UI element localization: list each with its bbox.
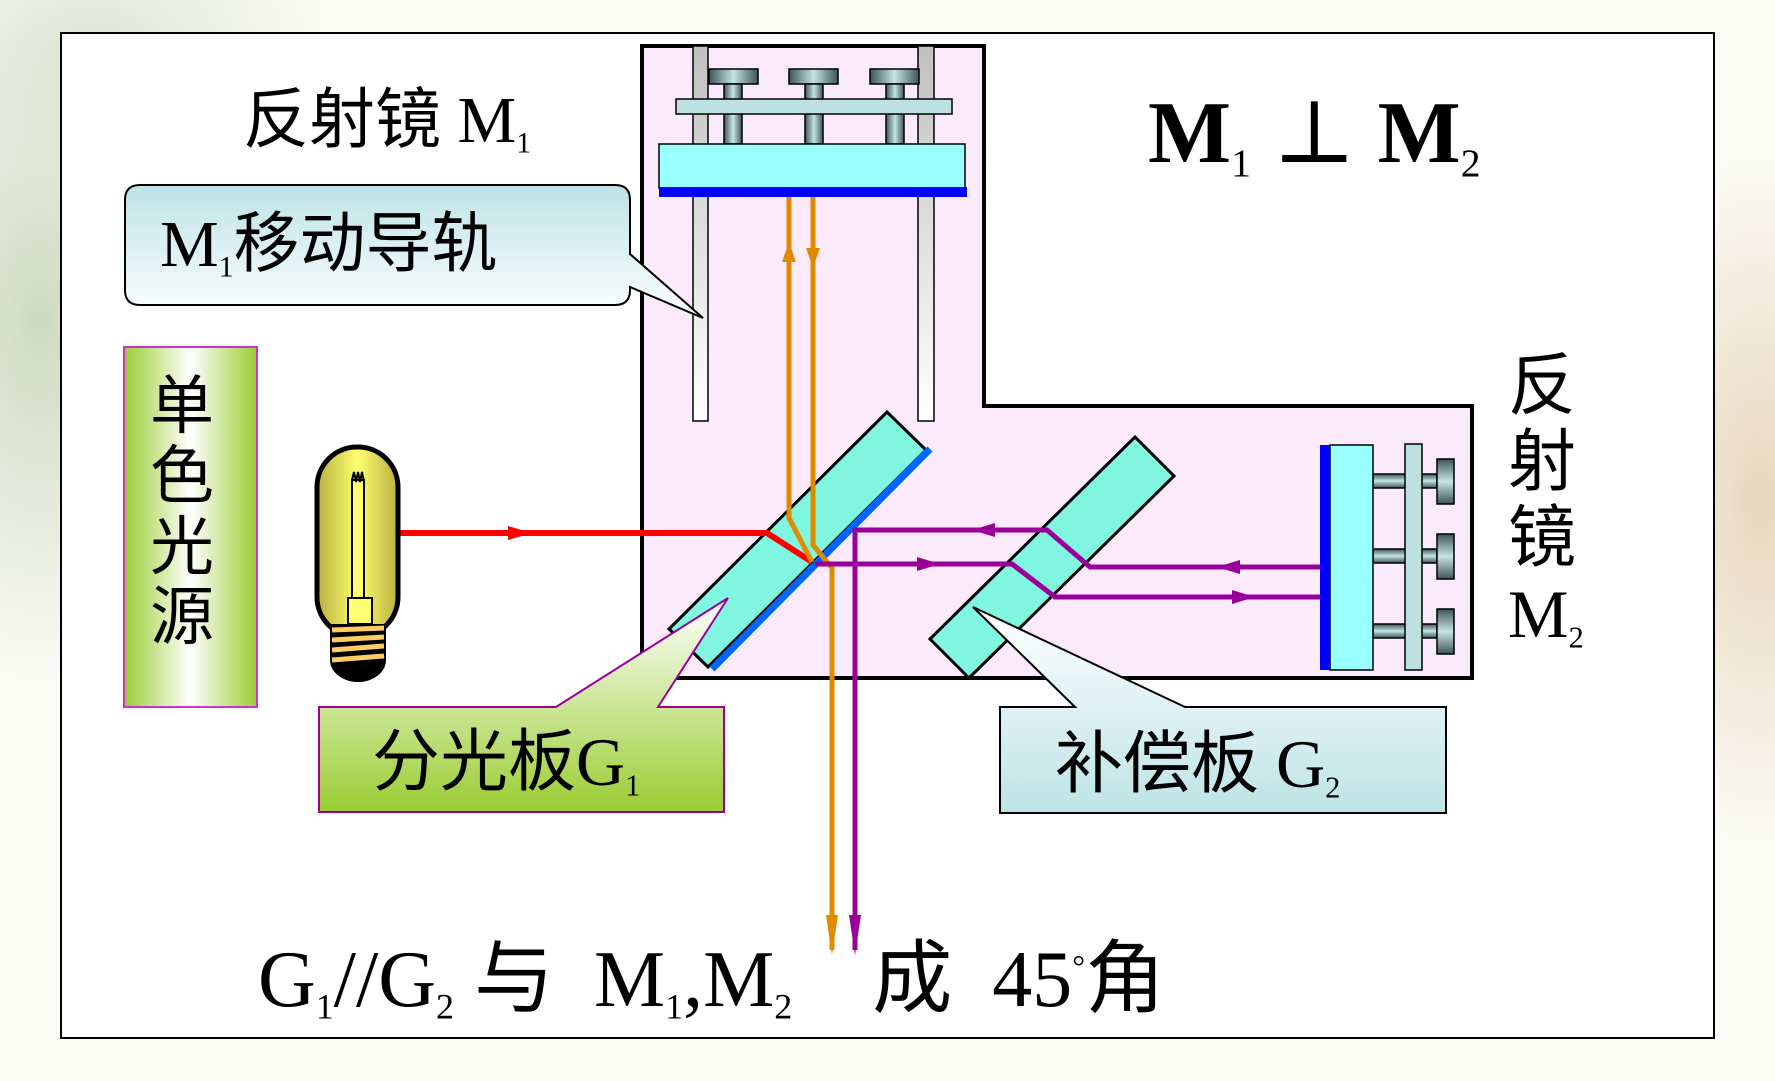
arrow-icon (782, 242, 796, 262)
arm2-beam-return (852, 527, 1320, 950)
label-char: 单 (150, 371, 214, 442)
arm1-beam-up (786, 197, 815, 564)
m1-adjust-plate (675, 98, 953, 115)
mirror-m1-title: 反射镜 M1 (243, 84, 532, 160)
m1-mirror-coating (659, 187, 967, 197)
mirror-m2-label: 反 射 镜 M2 (1508, 348, 1588, 655)
label-char: 色 (150, 441, 214, 513)
m2-mirror-coating (1320, 445, 1330, 670)
arm1-beam-down (810, 197, 835, 950)
light-source-label: 单 色 光 源 (150, 371, 214, 654)
label-char: 反 (1508, 348, 1577, 424)
rail-callout-label: M1移动导轨 (160, 208, 498, 284)
m1-guide-rails (692, 45, 935, 422)
arrow-icon (1232, 590, 1255, 604)
rail-callout-box (124, 184, 704, 319)
light-bulb-icon (314, 444, 401, 682)
arrow-icon (849, 915, 861, 955)
label-char: 光 (150, 511, 214, 583)
beam-splitter-label: 分光板G1 (372, 724, 641, 803)
label-symbol: M2 (1508, 576, 1584, 656)
arrow-icon (972, 523, 995, 537)
label-char: 源 (150, 582, 214, 654)
arrow-icon (1217, 560, 1240, 574)
perpendicular-relation: M1⊥M2 (1148, 85, 1481, 185)
mirror-m1-assembly (658, 68, 967, 197)
m2-adjust-plate (1404, 443, 1423, 671)
m2-mirror-body (1329, 444, 1374, 671)
arrow-icon (826, 915, 838, 955)
light-beams (398, 197, 1320, 955)
label-char: 镜 (1508, 500, 1577, 577)
light-source-label-box (123, 346, 258, 708)
label-char: 射 (1508, 424, 1577, 501)
compensator-callout-box (972, 606, 1447, 814)
compensator-label: 补偿板 G2 (1055, 726, 1341, 805)
arrow-icon (508, 526, 532, 540)
beam-splitter-callout-box (318, 597, 729, 813)
m1-mirror-body (658, 143, 966, 189)
arrow-icon (917, 557, 940, 571)
arm2-beam-out (815, 561, 1320, 600)
mirror-m2-assembly (1320, 443, 1455, 671)
arrow-icon (806, 248, 820, 268)
